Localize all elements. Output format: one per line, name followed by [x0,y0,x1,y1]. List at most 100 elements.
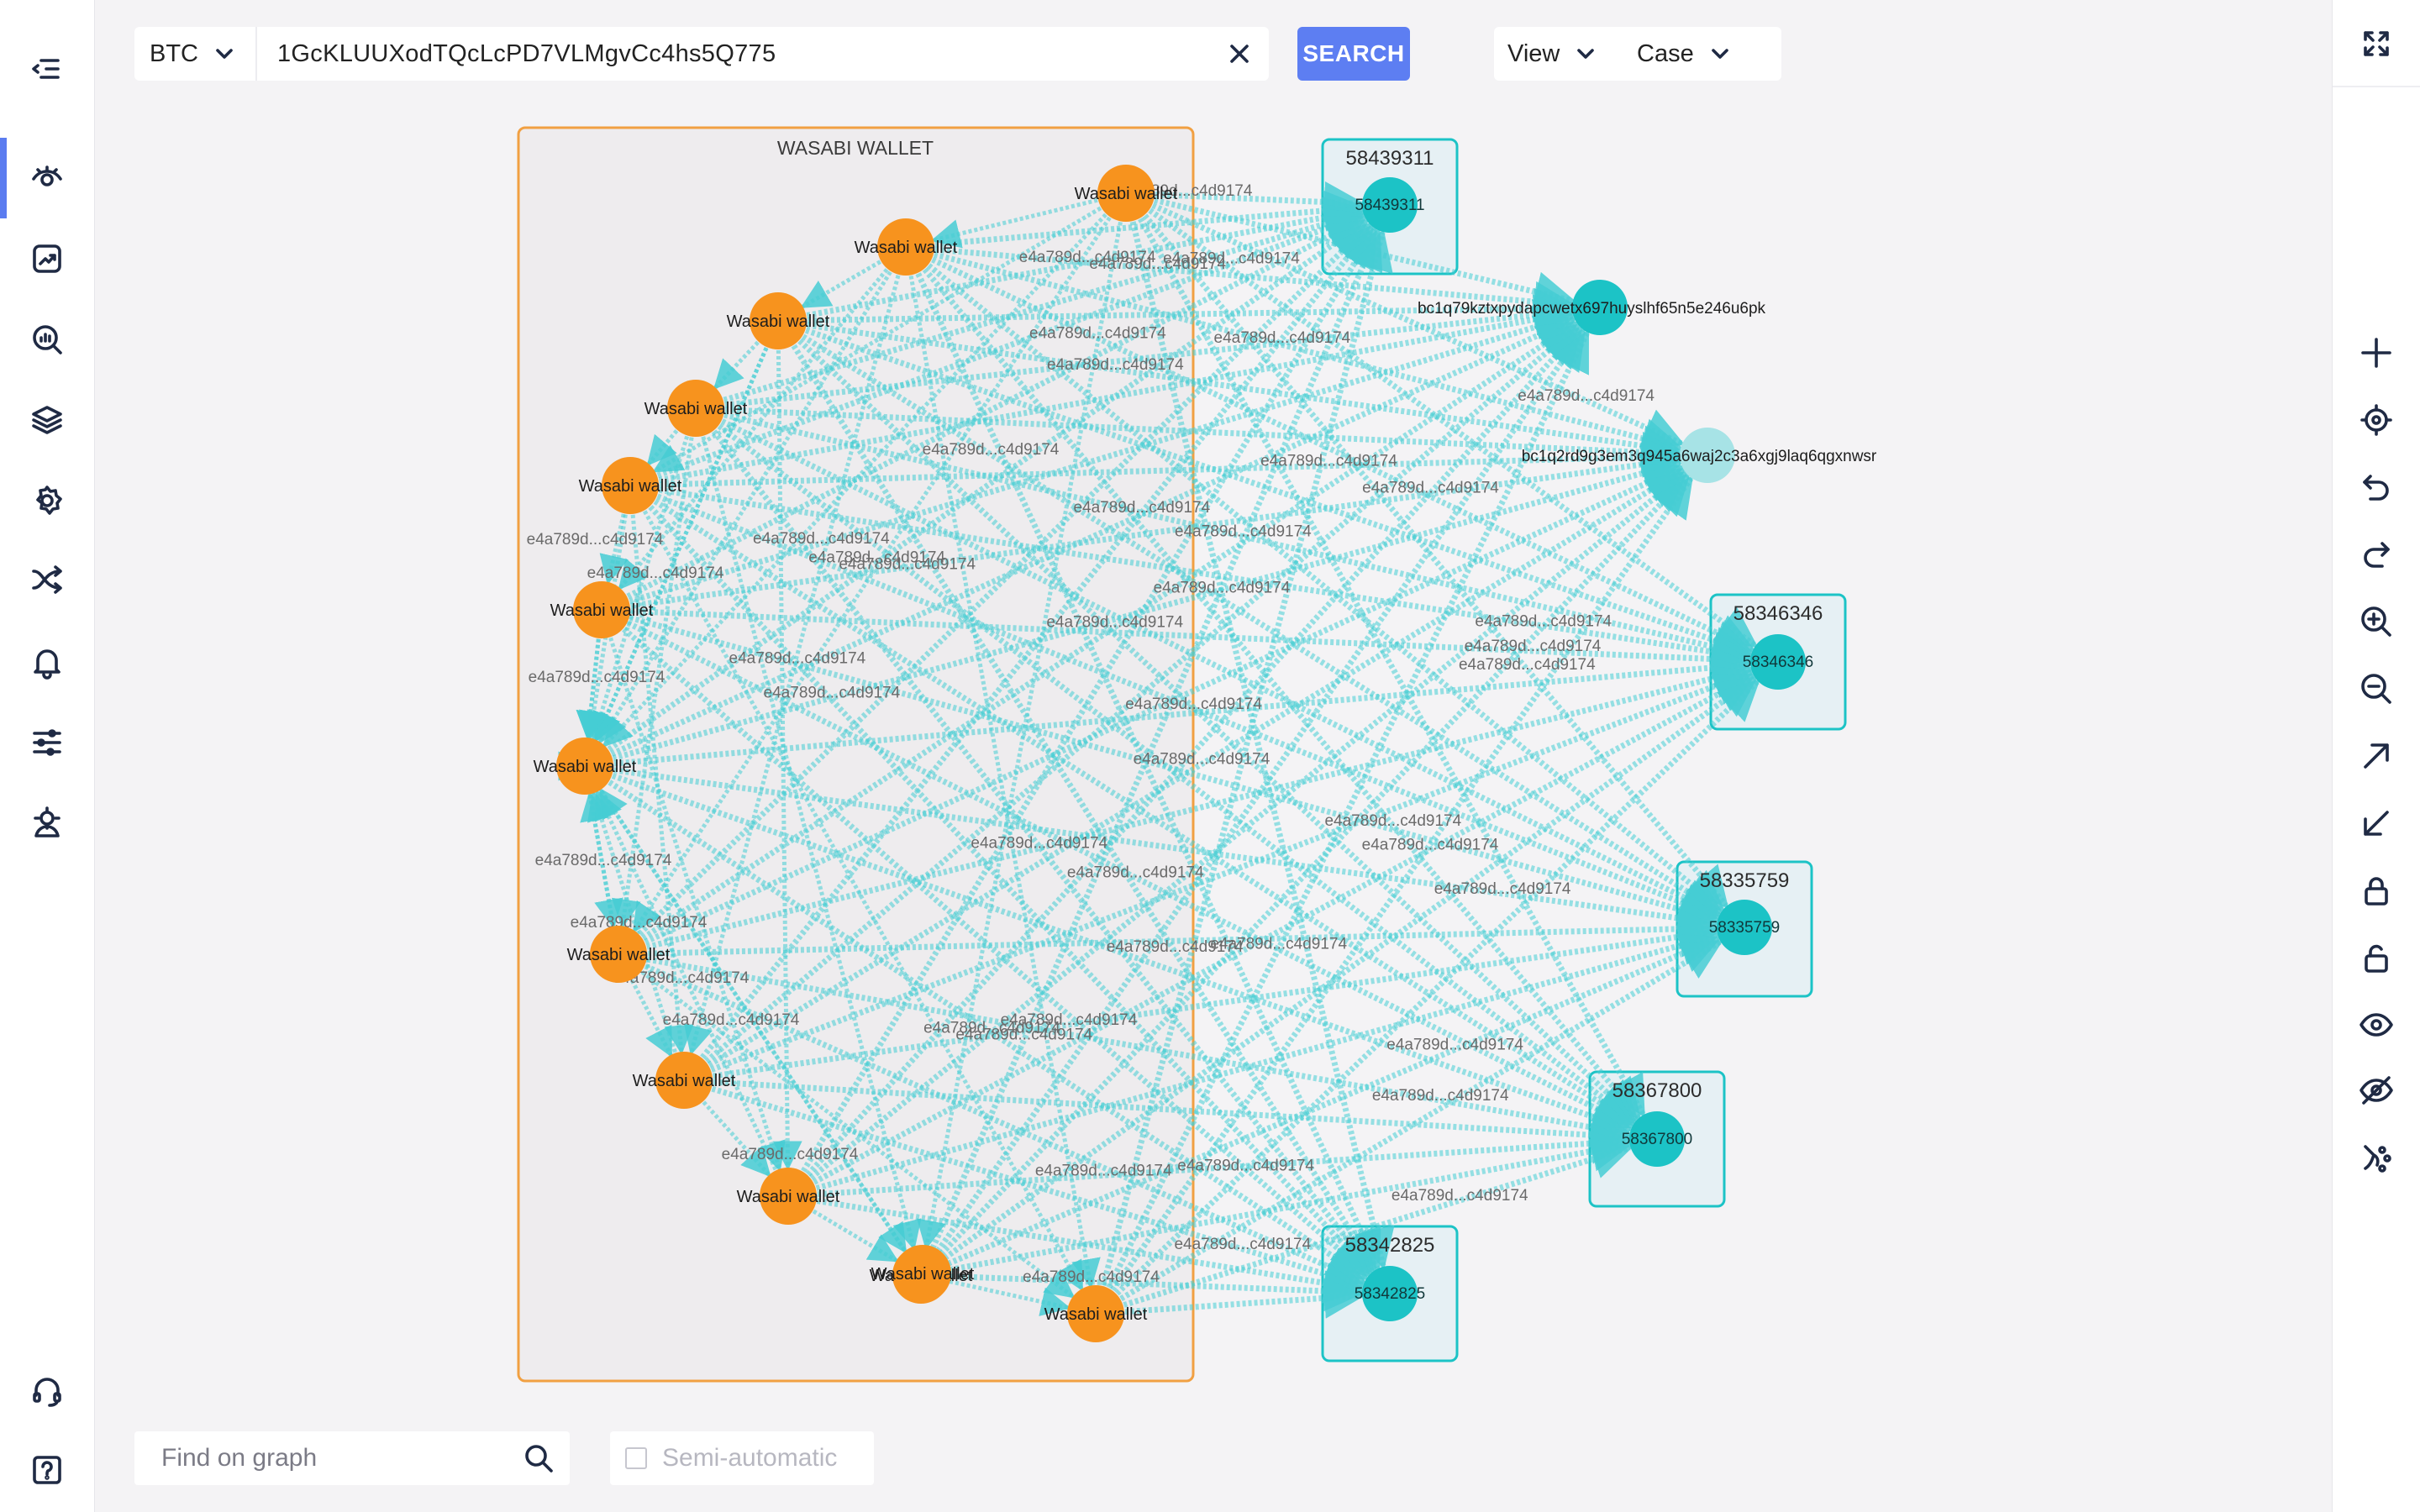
collapse-menu-icon[interactable] [0,29,94,109]
edge-label: e4a789d...c4d9174 [1434,880,1571,898]
wallet-label: Wasabi wallet [550,601,654,620]
wasabi-wallet-node[interactable]: Wasabi wallet [871,1245,975,1302]
wallet-label: Wasabi wallet [567,946,671,964]
unlock-icon[interactable] [2333,927,2420,988]
wasabi-wallet-node[interactable]: Wasabi wallet [855,218,958,276]
plus-icon[interactable] [2333,323,2420,383]
wasabi-wallet-node[interactable]: Wasabi wallet [644,380,748,437]
transaction-edge[interactable] [1123,191,1759,648]
chevron-down-icon [216,49,233,59]
transaction-id: 58439311 [1355,197,1424,214]
search-button[interactable]: SEARCH [1297,27,1410,81]
close-icon [1230,45,1249,63]
eye-icon[interactable] [2333,995,2420,1055]
wasabi-wallet-node[interactable]: Wasabi wallet [550,581,654,638]
wallet-label: Wasabi wallet [1044,1305,1148,1324]
help-icon[interactable] [0,1430,94,1510]
view-case-toolbar: View Case [1494,27,1781,81]
case-dropdown[interactable]: Case [1632,27,1731,81]
transaction-edge[interactable] [1093,679,1760,1316]
transaction-edge[interactable] [1123,192,1646,1118]
undo-icon[interactable] [2333,457,2420,517]
edge-label: e4a789d...c4d9174 [1175,523,1312,541]
layers-icon[interactable] [0,380,94,460]
transaction-box-title: 58367800 [1612,1079,1702,1102]
wallet-label: Wasabi wallet [737,1188,840,1206]
find-placeholder: Find on graph [161,1444,318,1472]
edge-label: e4a789d...c4d9174 [1362,837,1499,854]
edge-label: e4a789d...c4d9174 [1392,1187,1528,1205]
address-node[interactable]: bc1q2rd9g3em3q945a6waj2c3a6xgj9laq6qgxnw… [1522,428,1877,483]
bell-icon[interactable] [0,622,94,702]
coin-select[interactable]: BTC [134,27,257,81]
semi-automatic-checkbox[interactable]: Semi-automatic [610,1431,874,1485]
wasabi-wallet-node[interactable]: Wasabi wallet [534,738,637,795]
address-node[interactable]: bc1q79kztxpydapcwetx697huyslhf65n5e246u6… [1418,280,1766,335]
expand-arrow-icon[interactable] [2333,726,2420,786]
transaction-node[interactable]: 58346346 58346346 [1733,602,1823,690]
address-label: bc1q2rd9g3em3q945a6waj2c3a6xgj9laq6qgxnw… [1522,448,1877,465]
collapse-arrow-icon[interactable] [2333,793,2420,853]
coin-label: BTC [150,39,198,67]
team-icon[interactable] [0,783,94,864]
crosshair-icon[interactable] [2333,390,2420,450]
view-label: View [1507,39,1560,67]
edge-label: e4a789d...c4d9174 [1214,329,1351,347]
eye-icon[interactable] [0,138,94,218]
lock-icon[interactable] [2333,860,2420,921]
search-analytics-icon[interactable] [0,299,94,380]
transaction-id: 58342825 [1355,1285,1426,1303]
wasabi-wallet-node[interactable]: Wasabi wallet [1044,1285,1148,1342]
transaction-id: 58346346 [1743,654,1814,671]
view-dropdown[interactable]: View [1494,27,1632,81]
edge-label: e4a789d...c4d9174 [1362,480,1499,497]
transaction-node[interactable]: 58342825 58342825 [1345,1234,1435,1321]
edge-label: e4a789d...c4d9174 [1210,935,1347,953]
transaction-node[interactable]: 58439311 58439311 [1346,147,1434,233]
edge-label: e4a789d...c4d9174 [1177,1157,1314,1174]
chart-icon[interactable] [0,218,94,299]
settings-icon[interactable] [0,460,94,541]
edge-label: e4a789d...c4d9174 [1260,453,1397,470]
sliders-icon[interactable] [0,702,94,783]
eye-off-icon[interactable] [2333,1060,2420,1121]
left-sidebar [0,0,95,1512]
address-label: bc1q79kztxpydapcwetx697huyslhf65n5e246u6… [1418,300,1766,318]
checkbox-box[interactable] [625,1447,647,1469]
wallet-label: Wasabi wallet [727,312,830,331]
wasabi-wallet-node[interactable]: Wasabi wallet [727,292,830,349]
wasabi-wallet-node[interactable]: Wasabi wallet [579,457,682,514]
transaction-box-title: 58439311 [1346,147,1434,170]
edge-label: e4a789d...c4d9174 [1386,1036,1523,1053]
edge-label: e4a789d...c4d9174 [1459,656,1596,674]
transaction-box-title: 58335759 [1700,869,1790,892]
scatter-icon[interactable] [2333,1127,2420,1188]
zoom-out-icon[interactable] [2333,659,2420,719]
edge-label: e4a789d...c4d9174 [1518,387,1655,405]
wasabi-wallet-node[interactable]: Wasabi wallet [737,1168,840,1225]
wallet-label: Wasabi wallet [1075,185,1178,203]
transaction-box-title: 58342825 [1345,1234,1435,1257]
wallet-label: Wasabi wallet [633,1072,736,1090]
headset-icon[interactable] [0,1351,94,1431]
wallet-label: Wasabi wallet [534,758,637,776]
wasabi-wallet-node[interactable]: Wasabi wallet [567,926,671,983]
wasabi-wallet-cluster[interactable]: WASABI WALLET [517,126,1195,1383]
transaction-box-title: 58346346 [1733,602,1823,625]
wallet-label: Wasabi wallet [644,400,748,418]
find-on-graph-input[interactable]: Find on graph [134,1431,570,1485]
search-bar: BTC 1GcKLUUXodTQcLcPD7VLMgvCc4hs5Q775 [134,27,1269,81]
fullscreen-icon[interactable] [2333,13,2420,74]
chevron-down-icon [1711,49,1728,59]
wasabi-wallet-node[interactable]: Wasabi wallet [633,1052,736,1109]
search-icon [525,1445,553,1473]
redo-icon[interactable] [2333,524,2420,585]
wasabi-wallet-node[interactable]: Wasabi wallet [1075,165,1178,222]
zoom-in-icon[interactable] [2333,591,2420,652]
clear-search-button[interactable] [1210,27,1269,81]
address-search-input[interactable]: 1GcKLUUXodTQcLcPD7VLMgvCc4hs5Q775 [277,39,776,67]
split-icon[interactable] [0,539,94,620]
